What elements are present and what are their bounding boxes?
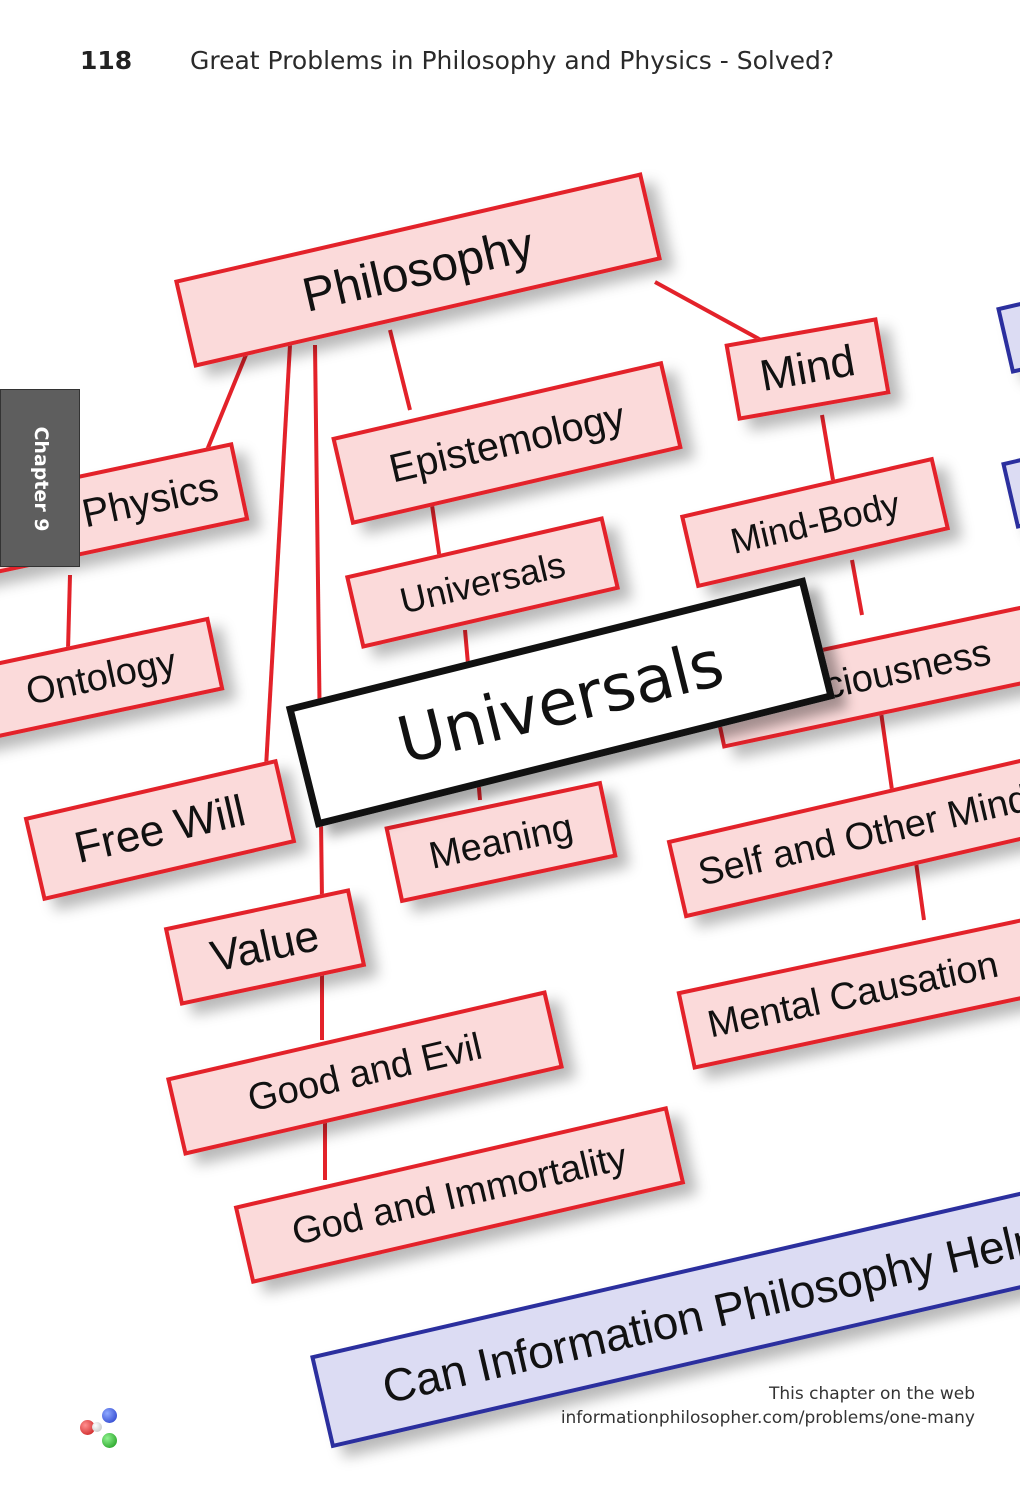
connector-philosophy-mind [654, 280, 771, 347]
connector-philosophy-physics [203, 344, 252, 456]
connector-physics-ontology [66, 574, 72, 651]
connector-epistemology-universals [430, 504, 442, 561]
logo-red-dot [80, 1420, 95, 1435]
node-meaning-label: Meaning [425, 805, 577, 878]
chapter-tab-label: Chapter 9 [30, 426, 52, 532]
connector-philosophy-freewill [263, 344, 292, 786]
book-title: Great Problems in Philosophy and Physics… [190, 46, 835, 75]
logo-white-dot [92, 1422, 102, 1432]
page-number: 118 [80, 46, 133, 75]
logo-green-dot [102, 1433, 117, 1448]
connector-self-mental [913, 854, 926, 921]
node-physics-label: Physics [78, 464, 223, 536]
footer-line-1: This chapter on the web [768, 1384, 975, 1404]
connector-mindbody-consciousness [850, 559, 864, 616]
node-value-label: Value [206, 911, 324, 982]
node-mind-label: Mind [756, 336, 859, 401]
chapter-tab: Chapter 9 [0, 389, 80, 567]
four-dots-logo-icon [78, 1408, 120, 1450]
logo-blue-dot [102, 1408, 117, 1423]
connector-mind-mindbody [820, 414, 835, 481]
page-header: 118 Great Problems in Philosophy and Phy… [0, 46, 1020, 86]
connector-consciousness-self [878, 704, 894, 791]
footer-url[interactable]: informationphilosopher.com/problems/one-… [560, 1408, 975, 1428]
footer-web-link: This chapter on the web informationphilo… [561, 1382, 975, 1430]
connector-philosophy-epistemology [388, 329, 412, 411]
node-ontology-label: Ontology [22, 641, 180, 714]
